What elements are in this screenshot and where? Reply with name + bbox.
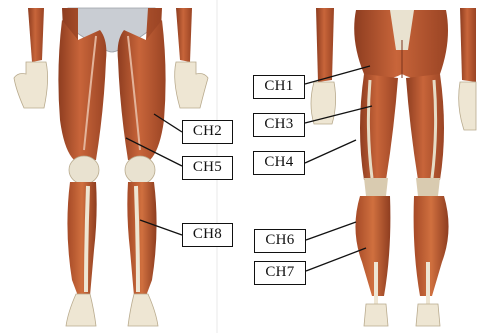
label-ch5: CH5	[182, 156, 233, 180]
label-ch3: CH3	[253, 113, 305, 137]
front-right-foot	[128, 294, 158, 326]
label-ch2: CH2	[182, 120, 233, 144]
back-left-knee	[364, 178, 388, 196]
back-left-heel	[364, 304, 388, 326]
back-right-forearm	[460, 8, 476, 82]
back-left-calf	[355, 196, 390, 296]
label-ch1: CH1	[253, 75, 305, 99]
back-right-hand	[459, 82, 476, 130]
front-left-shin	[67, 182, 96, 296]
back-right-knee	[416, 178, 440, 196]
label-ch4: CH4	[253, 151, 305, 175]
front-right-thigh	[118, 20, 166, 160]
back-right-heel	[416, 304, 440, 326]
leader-ch7	[306, 248, 366, 271]
front-right-forearm	[176, 8, 192, 62]
front-view	[14, 8, 208, 326]
front-right-hand	[175, 62, 208, 108]
label-ch8: CH8	[182, 223, 233, 247]
front-left-knee	[69, 156, 99, 184]
label-ch7: CH7	[254, 261, 306, 285]
back-left-forearm	[316, 8, 334, 82]
front-left-tibia	[86, 186, 88, 292]
back-left-thigh	[360, 74, 398, 180]
back-view	[311, 8, 476, 326]
front-right-knee	[125, 156, 155, 184]
front-left-foot	[66, 294, 96, 326]
front-right-tibia	[136, 186, 138, 292]
label-ch6: CH6	[254, 229, 306, 253]
front-left-hand	[14, 62, 48, 108]
back-right-calf	[414, 196, 449, 296]
front-right-shin	[127, 182, 156, 296]
back-right-thigh	[406, 74, 444, 180]
front-left-forearm	[28, 8, 44, 62]
front-left-thigh	[58, 20, 106, 160]
leader-ch6	[306, 222, 356, 240]
leader-ch1	[305, 66, 370, 84]
leader-ch4	[305, 140, 356, 163]
